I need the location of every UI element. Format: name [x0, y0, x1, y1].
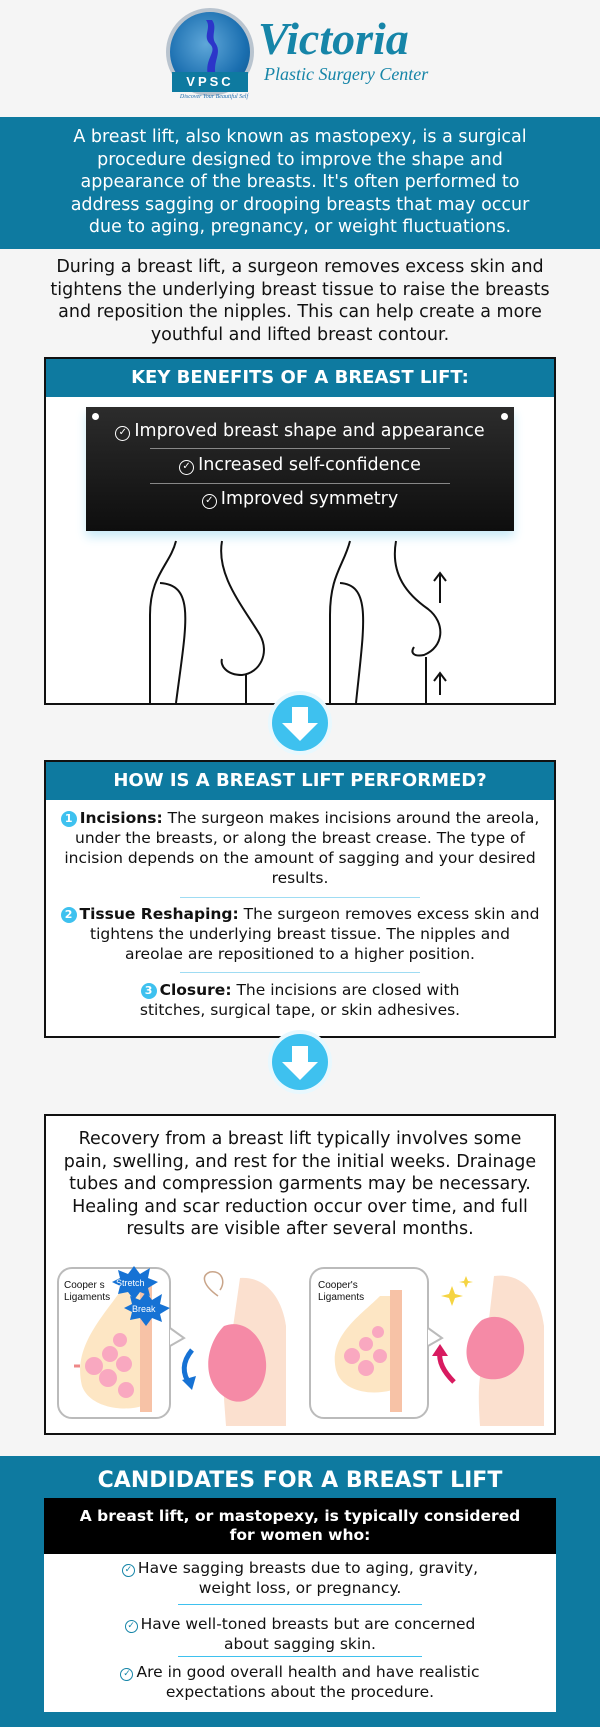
divider	[150, 483, 450, 484]
benefit-item: ✓Increased self-confidence	[86, 449, 514, 481]
arrow-down-icon	[272, 1034, 328, 1090]
lead-paragraph: During a breast lift, a surgeon removes …	[50, 257, 550, 345]
logo-figure-icon	[206, 20, 218, 76]
divider	[150, 448, 450, 449]
label-coopers: Cooper's	[318, 1280, 358, 1291]
candidate-item: ✓Have well-toned breasts but are concern…	[64, 1614, 536, 1654]
check-circle-icon: ✓	[124, 1620, 138, 1633]
logo-abbr: VPSC	[172, 72, 248, 92]
check-circle-icon: ✓	[179, 460, 195, 475]
sparkle-icon	[441, 1286, 463, 1306]
benefits-section: KEY BENEFITS OF A BREAST LIFT: ✓Improved…	[44, 357, 556, 705]
procedure-title: HOW IS A BREAST LIFT PERFORMED?	[46, 762, 554, 800]
board-pin	[92, 413, 99, 420]
logo-tagline: Discover Your Beautiful Self	[179, 94, 249, 100]
check-circle-icon: ✓	[115, 426, 131, 441]
step-number: 1	[60, 811, 77, 827]
benefit-item: ✓Improved symmetry	[86, 483, 514, 515]
brand-subtitle: Plastic Surgery Center	[264, 64, 429, 84]
brand-name: Victoria	[258, 13, 409, 64]
intro-banner: A breast lift, also known as mastopexy, …	[0, 117, 600, 249]
candidates-title: CANDIDATES FOR A BREAST LIFT	[97, 1468, 503, 1493]
candidates-card: A breast lift, or mastopexy, is typicall…	[44, 1498, 556, 1712]
benefits-title: KEY BENEFITS OF A BREAST LIFT:	[46, 359, 554, 397]
step-number: 2	[60, 907, 77, 923]
board-pin	[501, 413, 508, 420]
divider	[180, 972, 420, 973]
label-stretch: Stretch	[116, 1278, 145, 1288]
check-circle-icon: ✓	[121, 1564, 135, 1577]
breast-silhouette-illustration	[149, 540, 447, 703]
cooper-ligaments-illustration: Cooper s Ligaments Stretch Break Cooper'…	[57, 1266, 544, 1426]
label-coopers: Cooper s	[64, 1280, 105, 1291]
label-ligaments: Ligaments	[64, 1292, 110, 1303]
divider	[178, 1656, 422, 1657]
arrow-down-icon	[272, 695, 328, 751]
benefit-item: ✓Improved breast shape and appearance	[86, 415, 514, 447]
candidate-item: ✓Have sagging breasts due to aging, grav…	[64, 1558, 536, 1598]
candidates-intro: A breast lift, or mastopexy, is typicall…	[44, 1498, 556, 1554]
divider	[178, 1604, 422, 1605]
recovery-section: Recovery from a breast lift typically in…	[44, 1114, 556, 1435]
label-break: Break	[132, 1304, 156, 1314]
step-number: 3	[140, 983, 157, 999]
header: VPSC Discover Your Beautiful Self Victor…	[0, 0, 600, 117]
check-circle-icon: ✓	[120, 1668, 134, 1681]
divider	[180, 897, 420, 898]
benefits-board: ✓Improved breast shape and appearance ✓I…	[86, 407, 514, 531]
candidates-section: CANDIDATES FOR A BREAST LIFT A breast li…	[0, 1456, 600, 1727]
candidate-item: ✓Are in good overall health and have rea…	[64, 1662, 536, 1702]
label-ligaments: Ligaments	[318, 1292, 364, 1303]
recovery-text: Recovery from a breast lift typically in…	[63, 1129, 537, 1239]
check-circle-icon: ✓	[201, 494, 217, 509]
